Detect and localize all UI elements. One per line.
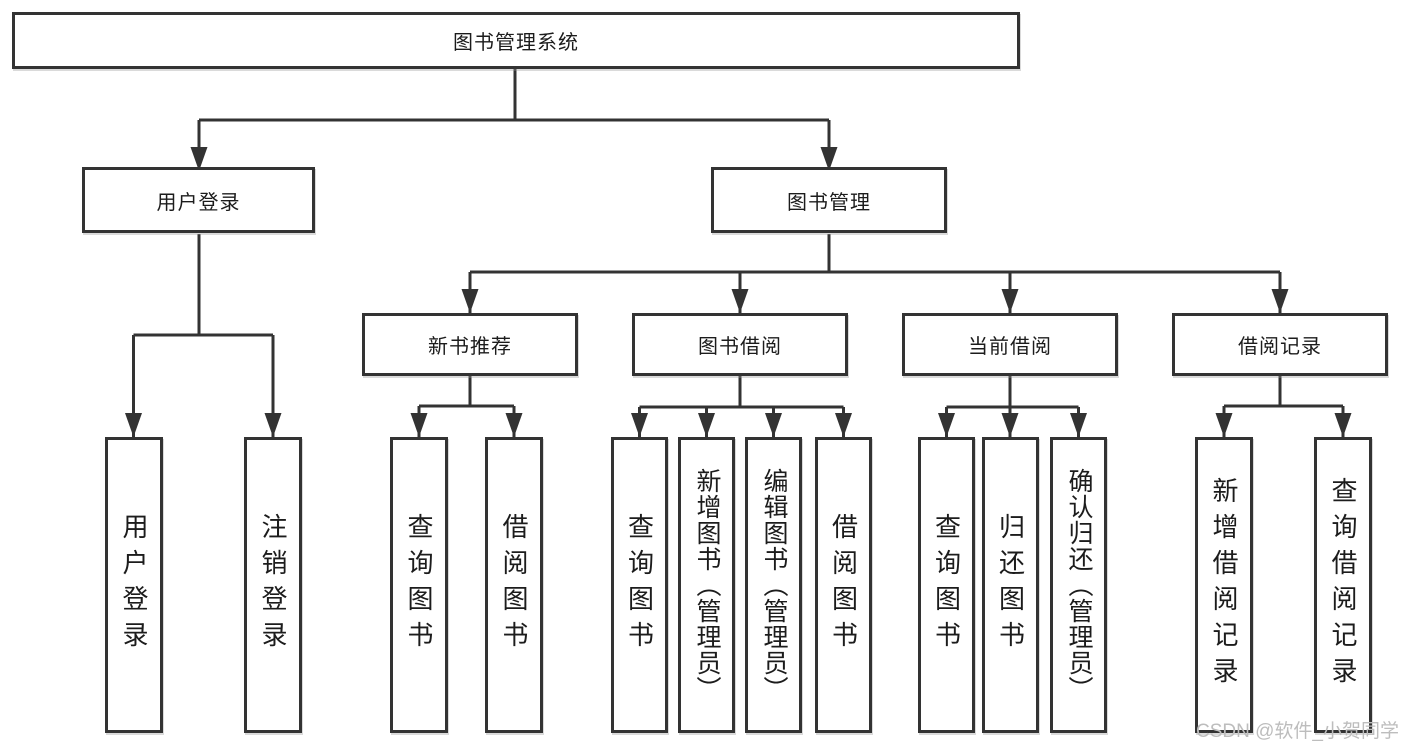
leaf-label: 查询图书 [931,513,962,657]
leaf-query-books-2: 查询图书 [611,437,668,733]
leaf-borrow-books-2: 借阅图书 [815,437,872,733]
leaf-query-borrow-record: 查询借阅记录 [1314,437,1372,733]
node-label: 图书管理 [787,191,871,214]
arrowhead [938,413,955,437]
arrowhead [698,413,715,437]
leaf-edit-books-admin: 编辑图书（管理员） [745,437,802,733]
csdn-watermark: CSDN @软件_小贺同学 [1196,721,1399,742]
arrowhead [505,413,523,437]
leaf-add-books-admin: 新增图书（管理员） [678,437,735,733]
arrowhead [731,289,749,313]
node-label: 借阅记录 [1238,336,1322,358]
leaf-confirm-return-admin: 确认归还（管理员） [1050,437,1107,733]
leaf-user-login: 用户登录 [105,437,163,733]
node-label: 新书推荐 [428,336,512,358]
node-label: 图书借阅 [698,336,782,358]
leaf-add-borrow-record: 新增借阅记录 [1195,437,1253,733]
node-borrow-records: 借阅记录 [1172,313,1388,376]
leaf-label: 新增图书（管理员） [693,468,721,702]
arrowhead [410,413,428,437]
arrowhead [765,413,782,437]
node-label: 当前借阅 [968,336,1052,358]
arrowhead [190,147,208,171]
arrowhead [1001,289,1019,313]
arrowhead [1001,413,1019,437]
connector-records-to-leaves [1222,376,1345,437]
node-label: 图书管理系统 [453,32,579,54]
connector-bookborrow-to-leaves [638,376,845,437]
arrowhead [264,413,282,437]
node-library-system: 图书管理系统 [12,12,1020,69]
arrowhead [1271,289,1289,313]
leaf-query-books-3: 查询图书 [918,437,975,733]
arrowhead [820,147,838,171]
leaf-logout: 注销登录 [244,437,302,733]
leaf-return-books: 归还图书 [982,437,1039,733]
leaf-label: 借阅图书 [499,513,529,657]
node-current-borrowing: 当前借阅 [902,313,1118,376]
arrowhead [125,413,142,437]
leaf-label: 确认归还（管理员） [1065,468,1093,702]
arrowhead [1215,413,1233,437]
node-book-management: 图书管理 [711,167,947,233]
leaf-label: 归还图书 [995,513,1026,657]
arrowhead [1070,413,1087,437]
leaf-label: 查询借阅记录 [1328,477,1358,693]
node-book-borrowing: 图书借阅 [632,313,848,376]
node-label: 用户登录 [156,191,241,214]
arrowhead [461,289,479,313]
leaf-label: 注销登录 [258,513,288,657]
leaf-borrow-books-1: 借阅图书 [485,437,543,733]
connector-bookmgmt-to-level3 [468,234,1282,313]
leaf-label: 查询图书 [404,513,434,657]
leaf-label: 新增借阅记录 [1209,477,1239,693]
leaf-label: 用户登录 [119,513,149,657]
arrowheads [125,147,1352,437]
connector-userlogin-to-leaves [132,234,275,437]
connector-newrecommend-to-leaves [417,376,516,437]
node-user-login: 用户登录 [82,167,315,233]
leaf-query-books-1: 查询图书 [390,437,448,733]
leaf-label: 借阅图书 [828,513,859,657]
arrowhead [835,413,852,437]
leaf-label: 编辑图书（管理员） [760,468,788,702]
node-new-book-recommend: 新书推荐 [362,313,578,376]
arrowhead [1334,413,1352,437]
connector-root-to-level2 [197,69,831,171]
arrowhead [631,413,648,437]
leaf-label: 查询图书 [624,513,655,657]
